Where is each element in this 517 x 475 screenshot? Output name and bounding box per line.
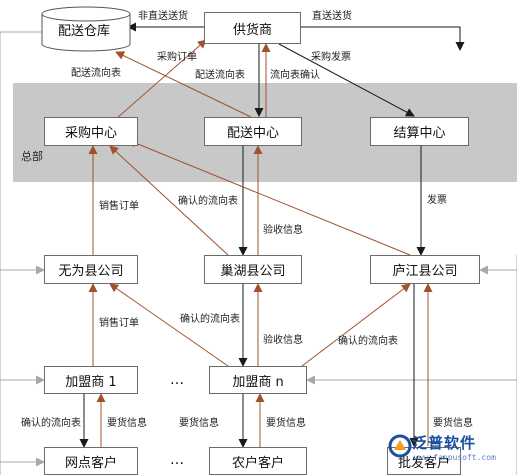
arrow-direct-delivery — [301, 26, 465, 51]
label-sales-order-2: 销售订单 — [99, 318, 139, 329]
arrow-chaohu-purchase — [109, 145, 229, 256]
arrow-lujiang-purchase — [127, 138, 411, 256]
label-receipt-info-1: 验收信息 — [263, 225, 303, 236]
supplier-box: 供货商 — [204, 12, 301, 44]
label-confirmed-flow-4: 确认的流向表 — [21, 418, 81, 429]
label-request-info-3: 要货信息 — [266, 418, 306, 429]
warehouse-label: 配送仓库 — [58, 24, 111, 39]
label-invoice: 发票 — [427, 195, 447, 206]
arrow-fn-lujiang — [301, 283, 411, 367]
arrow-purchase-invoice — [278, 43, 415, 117]
warehouse-cylinder — [41, 6, 131, 52]
distribution-center-box: 配送中心 — [204, 117, 302, 146]
label-distribution-flow-1: 配送流向表 — [71, 68, 121, 79]
fanpu-logo-url: www.fanpusoft.com — [414, 453, 496, 462]
label-non-direct: 非直送送货 — [138, 11, 188, 22]
gray-loop-left — [0, 31, 44, 475]
ellipsis-franchise: … — [170, 372, 186, 388]
arrow-fn-wuwei — [109, 283, 229, 367]
label-distribution-flow-2: 配送流向表 — [195, 70, 245, 81]
label-receipt-info-2: 验收信息 — [263, 335, 303, 346]
wuwei-box: 无为县公司 — [44, 255, 138, 284]
farmer-customer-box: 农户客户 — [209, 447, 307, 475]
label-flow-confirm: 流向表确认 — [270, 70, 320, 81]
wholesale-customer-box: 批发客户 — [387, 447, 461, 475]
settlement-center-box: 结算中心 — [370, 117, 469, 146]
label-sales-order-1: 销售订单 — [99, 201, 139, 212]
label-confirmed-flow-2: 确认的流向表 — [180, 314, 240, 325]
hq-label: 总部 — [21, 150, 43, 163]
label-confirmed-flow-1: 确认的流向表 — [178, 196, 238, 207]
chaohu-box: 巢湖县公司 — [204, 255, 302, 284]
franchise-1-box: 加盟商 1 — [44, 366, 138, 394]
label-purchase-order: 采购订单 — [157, 52, 197, 63]
lujiang-box: 庐江县公司 — [370, 255, 480, 284]
fanpu-logo: 泛普软件 www.fanpusoft.com — [386, 430, 517, 475]
label-direct: 直送送货 — [312, 11, 352, 22]
fanpu-logo-name: 泛普软件 — [412, 434, 477, 452]
fanpu-logo-icon — [388, 434, 412, 458]
label-confirmed-flow-3: 确认的流向表 — [338, 336, 398, 347]
label-request-info-1: 要货信息 — [107, 418, 147, 429]
purchase-center-box: 采购中心 — [44, 117, 138, 146]
ellipsis-customer: … — [170, 452, 186, 468]
label-request-info-wholesale: 要货信息 — [433, 418, 473, 429]
arrow-purchase-order — [116, 39, 207, 119]
label-request-info-2: 要货信息 — [179, 418, 219, 429]
franchise-n-box: 加盟商 n — [209, 366, 307, 394]
label-purchase-invoice: 采购发票 — [311, 52, 351, 63]
outlet-customer-box: 网点客户 — [44, 447, 138, 475]
arrow-distflow-warehouse — [115, 51, 252, 118]
